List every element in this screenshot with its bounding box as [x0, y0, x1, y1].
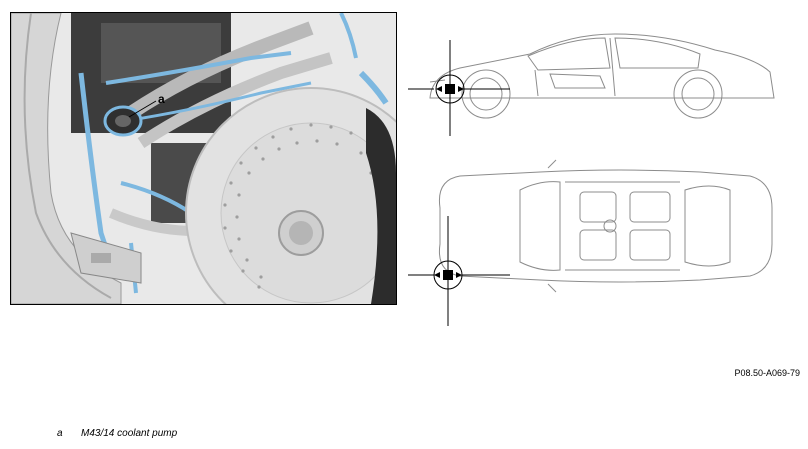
- location-marker-top-view: [408, 216, 510, 326]
- vehicle-top-view: [438, 159, 773, 293]
- legend-key: a: [57, 428, 63, 439]
- legend-text: M43/14 coolant pump: [81, 428, 178, 439]
- location-marker-side-view: [408, 40, 510, 136]
- callout-letter-a: a: [158, 92, 165, 106]
- vehicle-location-diagrams: [400, 30, 800, 340]
- vehicle-side-view: [429, 33, 775, 119]
- engine-bay-illustration: a: [10, 12, 397, 305]
- engine-bay-drawing: a: [11, 13, 396, 304]
- figure-reference: P08.50-A069-79: [734, 368, 800, 378]
- legend-row: a M43/14 coolant pump: [57, 428, 177, 439]
